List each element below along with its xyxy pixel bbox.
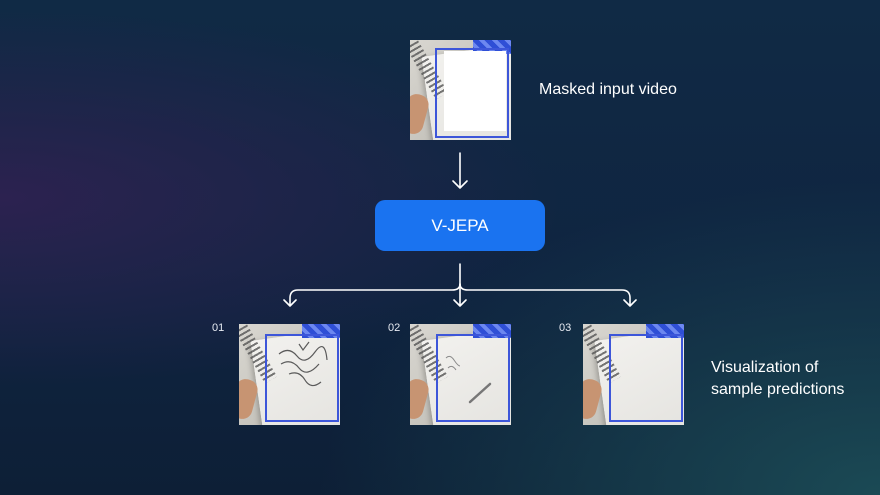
- predictions-label-line2: sample predictions: [711, 381, 845, 398]
- v-jepa-button[interactable]: V-JEPA: [375, 200, 545, 251]
- predicted-sketch: [278, 341, 328, 387]
- arrow-input-to-model: [452, 152, 468, 189]
- input-label: Masked input video: [539, 81, 677, 98]
- arrow-branch-center: [453, 283, 467, 307]
- mask-frame: [435, 48, 509, 138]
- prediction-thumbnail-01: [239, 324, 340, 425]
- mask-frame: [436, 334, 510, 422]
- prediction-number-01: 01: [212, 322, 225, 334]
- white-mask-region: [444, 51, 506, 131]
- prediction-thumbnail-02: [410, 324, 511, 425]
- blue-mask-corner: [473, 40, 511, 54]
- arrow-branch-right: [459, 283, 637, 307]
- mask-frame: [265, 334, 339, 422]
- mask-frame: [609, 334, 683, 422]
- masked-input-thumbnail: [410, 40, 511, 140]
- arrow-branch-left: [283, 283, 461, 307]
- prediction-number-03: 03: [559, 322, 572, 334]
- predictions-label-line1: Visualization of: [711, 359, 819, 376]
- predicted-sketch: [445, 355, 492, 404]
- prediction-thumbnail-03: [583, 324, 684, 425]
- prediction-number-02: 02: [388, 322, 401, 334]
- predictions-label: Visualization of sample predictions: [711, 357, 844, 401]
